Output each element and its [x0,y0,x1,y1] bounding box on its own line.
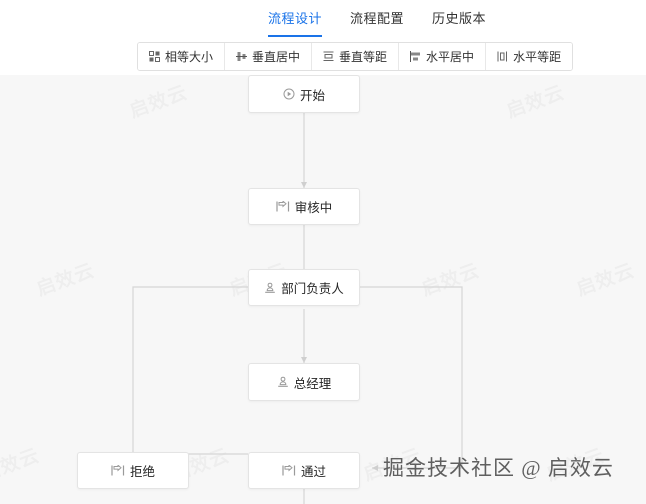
toolbar-button-equal-size[interactable]: 相等大小 [138,43,226,70]
flow-node-label: 拒绝 [129,465,155,479]
tab-label: 流程配置 [350,11,405,26]
flow-node-review[interactable]: 审核中 [248,188,360,225]
tab-label: 流程设计 [268,11,323,26]
flow-canvas[interactable]: 启效云 启效云 启效云 启效云 启效云 启效云 启效云 启效云 启效云 启效云 [0,75,646,504]
flow-node-label: 总经理 [293,376,332,391]
toolbar-button-label: 垂直等距 [339,50,388,64]
task-node-icon [111,465,125,476]
flow-node-department-manager[interactable]: 部门负责人 [248,269,360,306]
toolbar-button-align-horizontal-center[interactable]: 水平居中 [399,43,487,70]
tab-process-design[interactable]: 流程设计 [268,0,323,37]
tab-process-config[interactable]: 流程配置 [350,0,404,37]
tab-bar: 流程设计 流程配置 历史版本 [268,0,486,37]
flow-node-general-manager[interactable]: 总经理 [248,363,360,401]
source-watermark: 掘金技术社区 @ 启效云 [383,456,614,480]
task-node-icon [276,201,290,212]
task-node-icon [282,465,296,476]
tab-label: 历史版本 [432,11,487,26]
approver-icon [264,282,276,294]
flow-node-label: 部门负责人 [281,282,344,296]
tab-active-underline [268,35,323,37]
align-vertical-center-icon [236,51,248,62]
approver-icon [277,376,289,388]
flow-node-label: 审核中 [294,201,333,215]
distribute-vertical-icon [323,51,334,62]
flow-node-label: 通过 [300,465,326,479]
distribute-horizontal-icon [497,51,508,62]
toolbar-button-label: 相等大小 [165,50,214,64]
play-circle-icon [283,88,295,100]
equal-size-icon [149,51,160,62]
edge-manager-reject [130,286,248,461]
edge-manager-pass [360,286,463,471]
toolbar-button-label: 垂直居中 [252,50,301,64]
toolbar-button-distribute-horizontal[interactable]: 水平等距 [486,43,573,70]
app-header: 流程设计 流程配置 历史版本 [0,0,646,38]
toolbar-button-distribute-vertical[interactable]: 垂直等距 [312,43,400,70]
toolbar-button-label: 水平等距 [513,50,562,64]
flow-node-pass[interactable]: 通过 [248,452,360,489]
flow-node-reject[interactable]: 拒绝 [77,452,189,489]
toolbar-button-label: 水平居中 [426,50,475,64]
align-toolbar: 相等大小 垂直居中 垂直等距 [137,42,574,71]
flow-node-label: 开始 [299,88,325,103]
flow-node-start[interactable]: 开始 [248,75,360,113]
align-horizontal-center-icon [410,51,421,62]
toolbar-container: 相等大小 垂直居中 垂直等距 [0,37,646,75]
toolbar-button-align-vertical-center[interactable]: 垂直居中 [225,43,313,70]
tab-history-versions[interactable]: 历史版本 [432,0,486,37]
